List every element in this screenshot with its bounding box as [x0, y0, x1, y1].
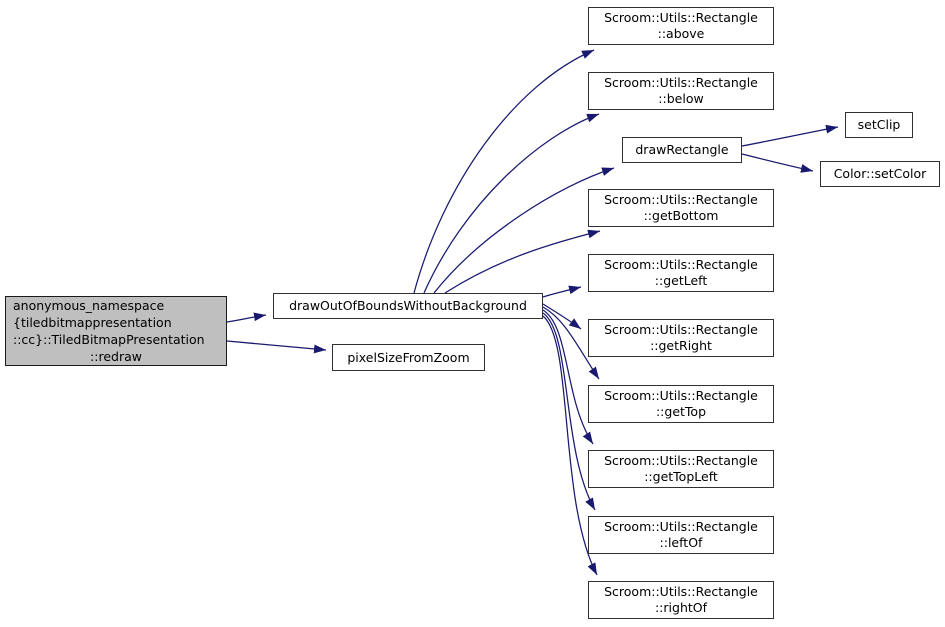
- node-rectangle-getbottom[interactable]: Scroom::Utils::Rectangle ::getBottom: [588, 189, 774, 227]
- node-label: Scroom::Utils::Rectangle ::getRight: [604, 322, 758, 353]
- node-label: Scroom::Utils::Rectangle ::getTopLeft: [604, 453, 758, 484]
- node-label: Scroom::Utils::Rectangle ::rightOf: [604, 584, 758, 615]
- node-pixelsizefromzoom[interactable]: pixelSizeFromZoom: [332, 344, 485, 371]
- node-drawrectangle[interactable]: drawRectangle: [622, 137, 742, 163]
- node-label: Color::setColor: [833, 166, 927, 181]
- node-label: drawOutOfBoundsWithoutBackground: [289, 298, 527, 313]
- edge-drawrectangle-to-setcolor: [741, 153, 814, 173]
- node-label: Scroom::Utils::Rectangle ::below: [604, 75, 758, 106]
- edge-drawoutofbounds-to-gettop: [542, 306, 600, 380]
- node-redraw[interactable]: anonymous_namespace {tiledbitmappresenta…: [5, 296, 227, 366]
- node-rectangle-rightof[interactable]: Scroom::Utils::Rectangle ::rightOf: [588, 581, 774, 619]
- node-label: Scroom::Utils::Rectangle ::getBottom: [604, 192, 758, 223]
- node-label: Scroom::Utils::Rectangle ::leftOf: [604, 519, 758, 550]
- edge-drawoutofbounds-to-drawrectangle: [433, 167, 615, 294]
- edge-drawoutofbounds-to-gettopleft: [542, 309, 594, 445]
- edge-drawoutofbounds-to-rightof: [542, 315, 598, 576]
- edge-drawoutofbounds-to-getleft: [542, 285, 582, 298]
- edge-drawoutofbounds-to-leftof: [542, 312, 596, 511]
- node-rectangle-leftof[interactable]: Scroom::Utils::Rectangle ::leftOf: [588, 516, 774, 554]
- node-rectangle-gettop[interactable]: Scroom::Utils::Rectangle ::getTop: [588, 385, 774, 423]
- node-redraw-label-tail: ::redraw: [90, 349, 142, 364]
- node-label: pixelSizeFromZoom: [347, 349, 470, 365]
- node-label: Scroom::Utils::Rectangle ::getTop: [604, 388, 758, 419]
- edge-redraw-to-drawoutofbounds: [226, 312, 267, 323]
- node-rectangle-below[interactable]: Scroom::Utils::Rectangle ::below: [588, 72, 774, 110]
- edge-drawoutofbounds-to-getbottom: [444, 229, 601, 294]
- node-label: setClip: [857, 117, 901, 132]
- edge-redraw-to-pixelsizefromzoom: [226, 340, 327, 354]
- node-drawoutofboundswithoutbackground[interactable]: drawOutOfBoundsWithoutBackground: [273, 293, 543, 319]
- node-rectangle-getleft[interactable]: Scroom::Utils::Rectangle ::getLeft: [588, 254, 774, 292]
- node-label: drawRectangle: [635, 142, 729, 157]
- node-color-setcolor[interactable]: Color::setColor: [820, 161, 940, 187]
- edge-drawrectangle-to-setclip: [741, 124, 839, 147]
- node-setclip[interactable]: setClip: [845, 112, 913, 138]
- node-rectangle-above[interactable]: Scroom::Utils::Rectangle ::above: [588, 7, 774, 45]
- edge-drawoutofbounds-to-below: [423, 113, 600, 294]
- edge-drawoutofbounds-to-above: [413, 49, 595, 294]
- node-label: Scroom::Utils::Rectangle ::getLeft: [604, 257, 758, 288]
- node-rectangle-gettopleft[interactable]: Scroom::Utils::Rectangle ::getTopLeft: [588, 450, 774, 488]
- node-redraw-label: anonymous_namespace {tiledbitmappresenta…: [13, 298, 205, 347]
- node-label: Scroom::Utils::Rectangle ::above: [604, 10, 758, 41]
- node-rectangle-getright[interactable]: Scroom::Utils::Rectangle ::getRight: [588, 319, 774, 357]
- edge-drawoutofbounds-to-getright: [542, 303, 582, 330]
